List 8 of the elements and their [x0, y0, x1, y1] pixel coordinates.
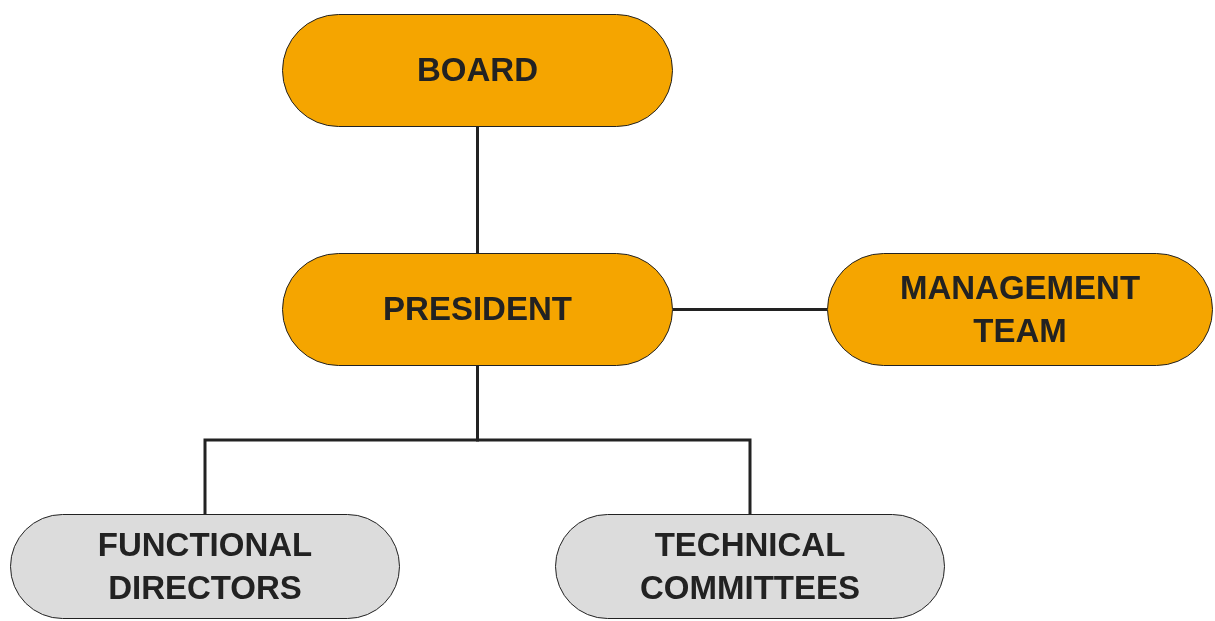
box-label: PRESIDENT: [383, 289, 572, 330]
box-label: TECHNICAL COMMITTEES: [639, 524, 861, 608]
box-label: BOARD: [417, 50, 538, 91]
connector-line: [476, 127, 479, 253]
connector-line: [673, 308, 827, 311]
box-label: MANAGEMENT TEAM: [898, 267, 1142, 351]
box-label: FUNCTIONAL DIRECTORS: [96, 524, 314, 608]
connector-line: [476, 366, 752, 514]
